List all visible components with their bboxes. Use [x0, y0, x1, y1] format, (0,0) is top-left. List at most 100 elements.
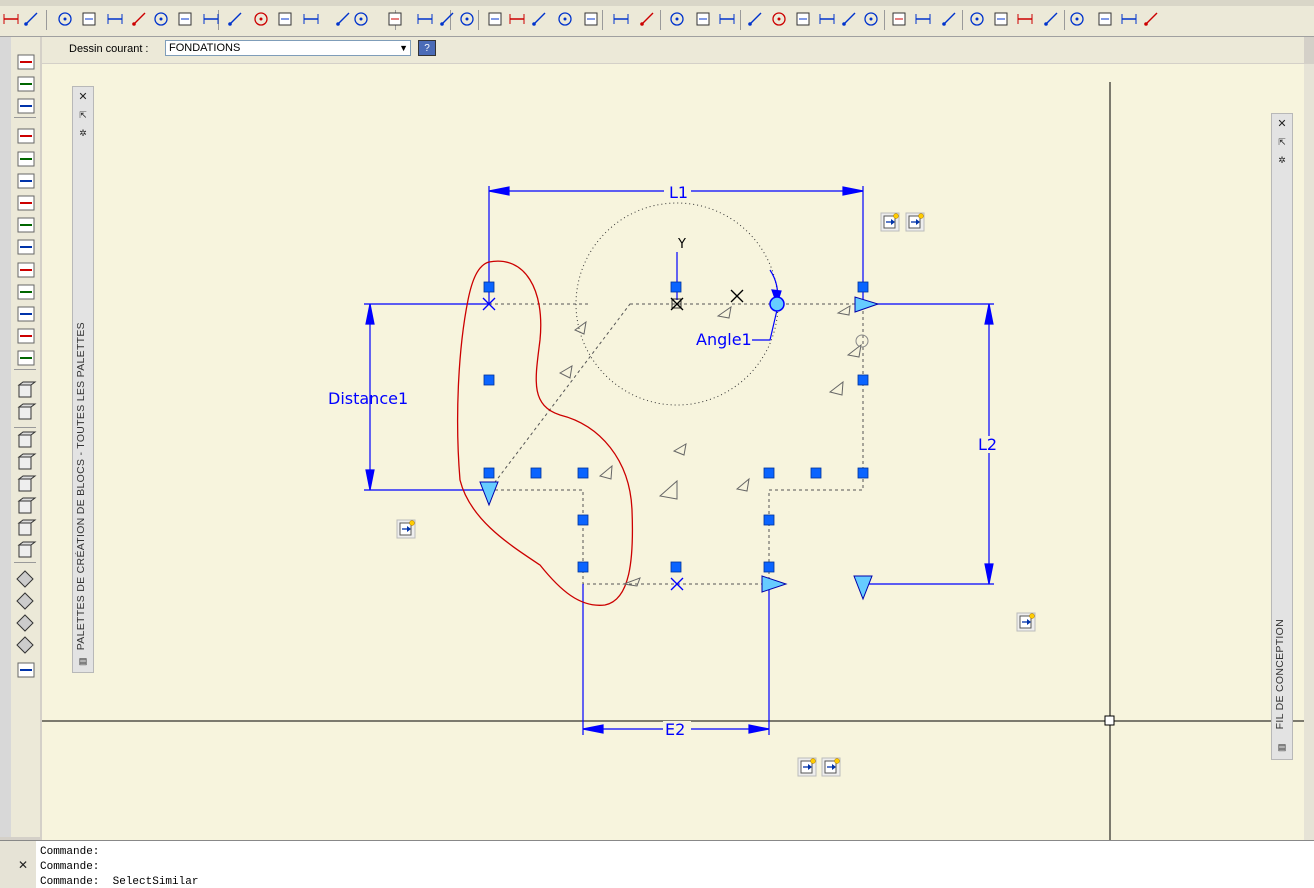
material-icon[interactable]	[16, 570, 34, 588]
close-icon[interactable]	[719, 12, 735, 26]
vertical-scrollbar[interactable]	[1304, 64, 1314, 840]
wedge-icon[interactable]	[17, 403, 37, 420]
close-icon[interactable]	[3, 12, 19, 26]
action-lookup-icon[interactable]	[459, 12, 475, 26]
close-icon[interactable]: ✕	[1277, 118, 1287, 130]
base-point-grip[interactable]	[671, 298, 682, 309]
action-flip-icon[interactable]	[417, 12, 433, 26]
cube-icon[interactable]	[17, 541, 37, 558]
parameter-icon[interactable]	[17, 217, 35, 233]
insert-icon[interactable]	[17, 195, 35, 211]
cube-icon[interactable]	[17, 431, 37, 448]
parameter-point-icon[interactable]	[771, 12, 787, 26]
dimension-angular-icon[interactable]	[639, 12, 655, 26]
block-drawing[interactable]: L1 L2 E2 Distance1 Angle1 Y	[42, 64, 1304, 840]
text-style-icon[interactable]	[17, 151, 35, 167]
parameter-flip-icon[interactable]	[177, 12, 193, 26]
grip-point[interactable]	[530, 467, 542, 479]
grip-point[interactable]	[577, 467, 589, 479]
help-button[interactable]: ?	[418, 40, 436, 56]
block-authoring-palettes[interactable]: ✕ ⇱ ✲ PALETTES DE CRÉATION DE BLOCS - TO…	[72, 86, 94, 673]
close-block-editor-icon[interactable]	[695, 12, 711, 26]
grip-point[interactable]	[810, 467, 822, 479]
rotate-icon[interactable]	[17, 98, 35, 114]
action-array-icon[interactable]	[1143, 12, 1159, 26]
action-rotate-icon[interactable]	[387, 12, 403, 26]
grip-point[interactable]	[763, 467, 775, 479]
action-bar-icon[interactable]	[821, 757, 841, 777]
parameter-xy-icon[interactable]	[131, 12, 147, 26]
action-bar-icon[interactable]	[396, 519, 416, 539]
save-block-icon[interactable]	[669, 12, 685, 26]
auto-hide-icon[interactable]: ⇱	[1278, 137, 1286, 147]
close-icon[interactable]: ✕	[78, 91, 88, 103]
action-polar-stretch-icon[interactable]	[353, 12, 369, 26]
palette-menu-icon[interactable]: ▤	[78, 656, 88, 666]
dimension-vertical-icon[interactable]	[583, 12, 599, 26]
edit-icon[interactable]	[17, 239, 35, 255]
parameter-point-icon[interactable]	[57, 12, 73, 26]
grip-point[interactable]	[857, 467, 869, 479]
block-table-icon[interactable]	[509, 12, 525, 26]
parameter-polar-icon[interactable]	[107, 12, 123, 26]
table-icon[interactable]	[17, 350, 35, 366]
auto-hide-icon[interactable]: ⇱	[79, 110, 87, 120]
command-line-window[interactable]: ✕ Commande: Commande: Commande: SelectSi…	[0, 840, 1314, 888]
parameter-basepoint-icon[interactable]	[253, 12, 269, 26]
label-angle1[interactable]: Angle1	[696, 330, 752, 349]
label-distance1[interactable]: Distance1	[328, 389, 408, 408]
parameter-visibility-icon[interactable]	[203, 12, 219, 26]
constraint-icon[interactable]	[531, 12, 547, 26]
stretch-grips[interactable]	[479, 296, 880, 601]
array-icon[interactable]	[17, 173, 35, 189]
cube-icon[interactable]	[17, 453, 37, 470]
action-move-icon[interactable]	[993, 12, 1009, 26]
action-polar-stretch-icon[interactable]	[1069, 12, 1085, 26]
label-l1[interactable]: L1	[669, 183, 688, 202]
grip-point[interactable]	[763, 514, 775, 526]
action-scale-icon[interactable]	[303, 12, 319, 26]
attribute-icon[interactable]	[17, 128, 35, 144]
properties-icon[interactable]: ✲	[79, 128, 87, 138]
material-icon[interactable]	[16, 614, 34, 632]
toolbar-square-icon[interactable]	[747, 12, 763, 26]
action-flip-icon[interactable]	[1121, 12, 1137, 26]
parameter-linear-icon[interactable]	[81, 12, 97, 26]
parameter-lookup-icon[interactable]	[227, 12, 243, 26]
properties-icon[interactable]: ✲	[1278, 155, 1286, 165]
grip-point[interactable]	[857, 374, 869, 386]
action-bar-icon[interactable]	[905, 212, 925, 232]
parameter-xy-icon[interactable]	[841, 12, 857, 26]
command-window-grip[interactable]: ✕	[0, 841, 36, 888]
material-icon[interactable]	[16, 636, 34, 654]
action-stretch-icon[interactable]	[1043, 12, 1059, 26]
action-bar-icon[interactable]	[1016, 612, 1036, 632]
action-array-icon[interactable]	[439, 12, 455, 26]
label-e2[interactable]: E2	[665, 720, 685, 739]
render-icon[interactable]	[17, 662, 35, 678]
current-drawing-select[interactable]: FONDATIONS ▼	[165, 40, 411, 56]
grip-point[interactable]	[483, 281, 495, 293]
parameter-visibility-icon[interactable]	[915, 12, 931, 26]
label-l2[interactable]: L2	[978, 435, 997, 454]
palette-menu-icon[interactable]: ▤	[1277, 742, 1287, 752]
action-scale-icon[interactable]	[1017, 12, 1033, 26]
grip-point[interactable]	[577, 561, 589, 573]
cube-icon[interactable]	[17, 475, 37, 492]
box-icon[interactable]	[17, 381, 37, 398]
api-icon[interactable]	[17, 306, 35, 322]
close-icon[interactable]: ✕	[18, 858, 29, 872]
cube-icon[interactable]	[17, 519, 37, 536]
connect-icon[interactable]	[17, 262, 35, 278]
grips[interactable]	[483, 281, 869, 573]
parameter-basepoint-icon[interactable]	[969, 12, 985, 26]
grip-point[interactable]	[483, 467, 495, 479]
multiline-icon[interactable]	[17, 328, 35, 344]
grip-point[interactable]	[670, 281, 682, 293]
dimension-horizontal-icon[interactable]	[557, 12, 573, 26]
design-feed-palette[interactable]: ✕ ⇱ ✲ FIL DE CONCEPTION ▤	[1271, 113, 1293, 760]
action-bar-icon[interactable]	[797, 757, 817, 777]
parameter-lookup-icon[interactable]	[941, 12, 957, 26]
scale-icon[interactable]	[17, 76, 35, 92]
grip-point[interactable]	[577, 514, 589, 526]
